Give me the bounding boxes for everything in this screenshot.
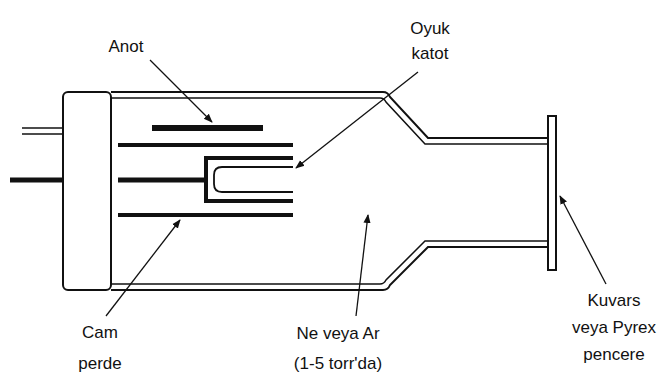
leader-line [356, 215, 368, 316]
lead-wire [22, 127, 63, 129]
part-label: Oyuk katot [402, 16, 458, 66]
part-label: Anot [86, 36, 166, 58]
lamp-base [63, 92, 111, 290]
leader-line [296, 72, 418, 168]
leader-line [150, 60, 212, 122]
hollow-cathode [214, 167, 293, 192]
window [548, 116, 556, 270]
glass-shield [118, 213, 293, 217]
cathode-lead [118, 178, 206, 183]
part-label: Kuvars veya Pyrex pencere [571, 287, 657, 368]
part-label: Ne veya Ar (1-5 torr'da) [284, 319, 392, 379]
glass-envelope [111, 98, 548, 284]
lead-wire [10, 178, 63, 183]
anode [152, 125, 263, 131]
hollow-cathode [206, 158, 293, 201]
part-label: Cam perde [74, 317, 126, 379]
glass-shield [118, 143, 293, 147]
glass-envelope [111, 92, 548, 290]
lead-wire [22, 133, 63, 135]
leader-line [560, 196, 606, 284]
leader-line [106, 220, 180, 316]
